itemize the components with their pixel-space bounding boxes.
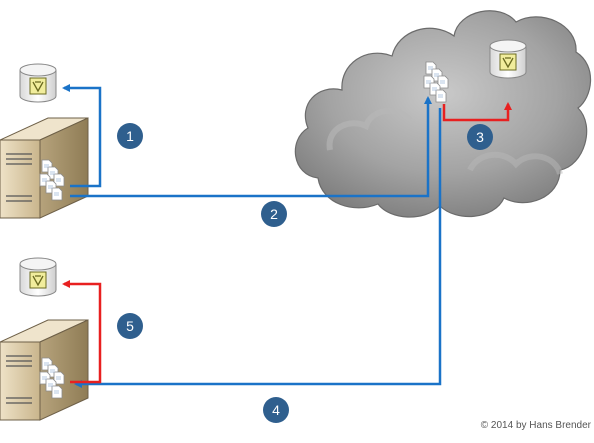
- step-label-3: 3: [476, 129, 484, 145]
- step-marker-5: 5: [117, 313, 143, 339]
- step-label-4: 4: [272, 402, 280, 418]
- arrow-step-5: [62, 280, 102, 384]
- arrow-step-1: [62, 84, 102, 188]
- step-label-5: 5: [126, 318, 134, 334]
- arrow-step-4: [74, 108, 442, 388]
- step-label-1: 1: [126, 128, 134, 144]
- arrow-step-3: [442, 102, 512, 122]
- arrow-step-2: [70, 96, 432, 198]
- copyright-credit: © 2014 by Hans Brender: [480, 420, 591, 431]
- cloud-database-icon: [489, 39, 527, 79]
- step-marker-2: 2: [261, 201, 287, 227]
- step-marker-1: 1: [117, 123, 143, 149]
- database-bottom-icon: [19, 257, 57, 297]
- step-marker-4: 4: [263, 397, 289, 423]
- database-top-icon: [19, 63, 57, 103]
- step-label-2: 2: [270, 206, 278, 222]
- step-marker-3: 3: [467, 124, 493, 150]
